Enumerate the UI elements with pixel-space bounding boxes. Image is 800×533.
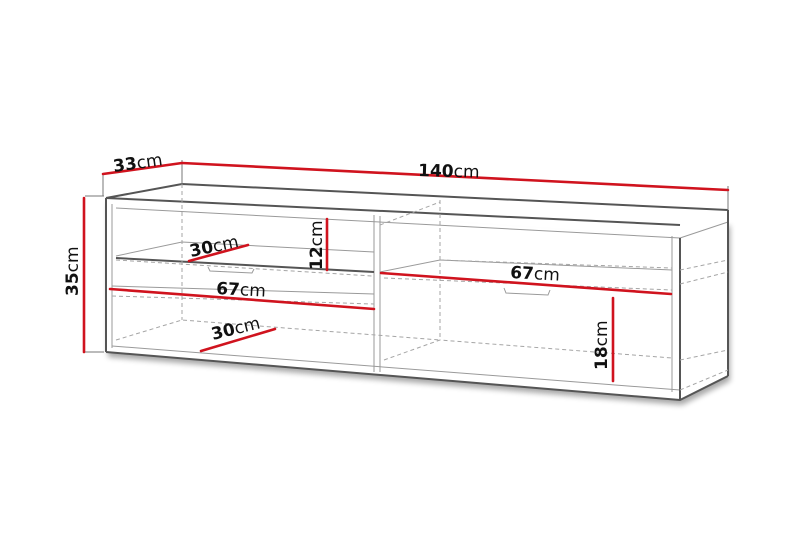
right-width-dimension-line — [379, 271, 673, 296]
cabinet-outline — [106, 198, 728, 400]
left-width-dimension-line — [108, 287, 376, 311]
height-label: 35cm — [63, 246, 83, 296]
depth-label: 33cm — [112, 150, 164, 177]
hidden-lines — [111, 184, 729, 391]
right-width-label: 67cm — [510, 263, 561, 286]
dimension-lines — [82, 161, 730, 383]
left-width-label: 67cm — [216, 279, 267, 302]
dimension-labels: 33cm 140cm 35cm 30cm 12cm 67cm 67cm 30cm… — [63, 150, 612, 370]
lower-height-label: 18cm — [592, 320, 612, 370]
width-dimension-line — [180, 161, 730, 192]
shelf-depth-dimension-line — [187, 243, 250, 263]
upper-height-label: 12cm — [307, 220, 327, 270]
depth-dimension-line — [101, 161, 184, 176]
width-label: 140cm — [418, 161, 480, 183]
bottom-depth-dimension-line — [199, 327, 277, 353]
